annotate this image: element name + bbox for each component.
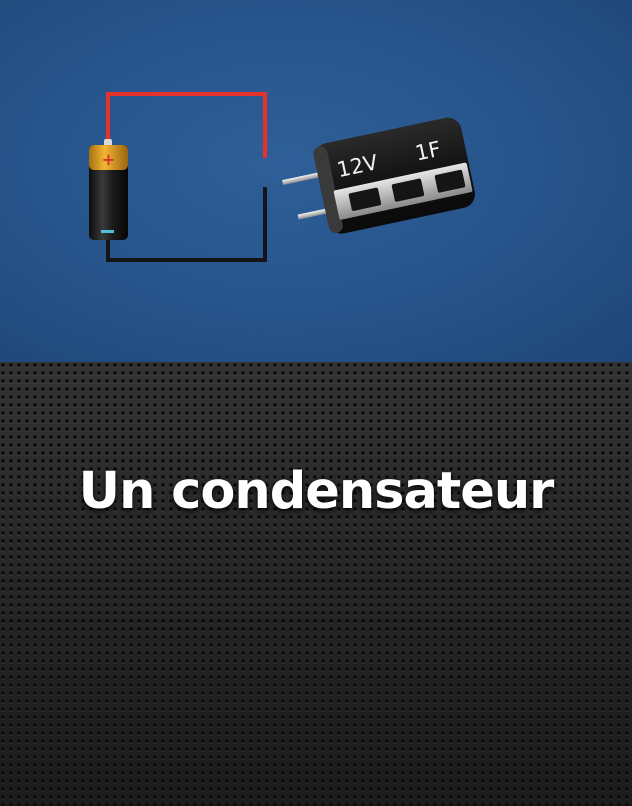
caption-title: Un condensateur: [78, 462, 555, 521]
battery-positive-cap: [89, 145, 128, 170]
negative-wire: [106, 187, 267, 262]
capacitor-band-window: [434, 169, 466, 193]
capacitor: 12V 1F: [282, 117, 475, 234]
capacitor-band-window: [391, 178, 425, 202]
positive-wire: [106, 92, 267, 158]
capacitor-band-window: [348, 187, 382, 211]
battery-positive-symbol: +: [102, 150, 115, 169]
battery: +: [89, 139, 128, 240]
capacitor-end-cap: [313, 146, 343, 233]
caption-panel: [0, 362, 632, 806]
circuit-scene-panel: + 12V 1F: [0, 0, 632, 362]
circuit-illustration: + 12V 1F: [89, 92, 475, 262]
capacitor-capacitance-label: 1F: [413, 137, 443, 166]
capacitor-lead-top: [282, 172, 321, 186]
battery-negative-symbol: [101, 230, 114, 233]
